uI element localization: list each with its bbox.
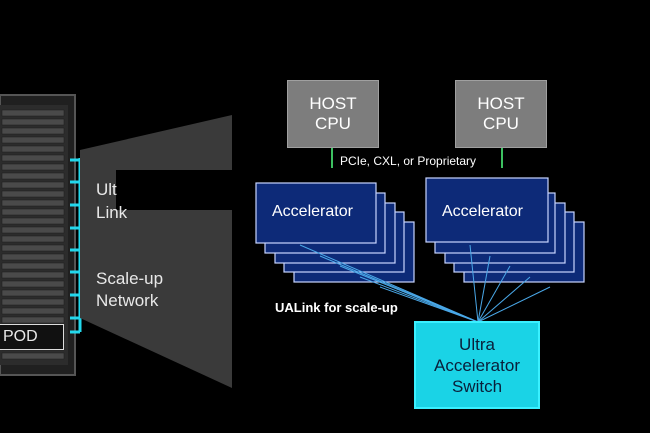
rack-slot <box>1 244 65 252</box>
host-cpu-right-line2: CPU <box>483 114 519 133</box>
rack-slot <box>1 154 65 162</box>
rack-slot <box>1 217 65 225</box>
accelerator-stack-left <box>255 182 415 283</box>
rack-slot <box>1 190 65 198</box>
rack-slot <box>1 226 65 234</box>
rack-slot <box>1 127 65 135</box>
rack-slot <box>1 109 65 117</box>
side-label-top-line2: Link <box>96 203 128 222</box>
switch-line3: Switch <box>451 376 503 396</box>
ualink-lines <box>299 244 551 323</box>
host-cpu-right: HOST CPU <box>455 80 547 148</box>
zoom-wedge <box>80 115 232 388</box>
rack-slot <box>1 280 65 288</box>
rack-slot <box>1 118 65 126</box>
switch-line1: Ultra <box>459 334 495 354</box>
rack-slot <box>1 271 65 279</box>
rack-slot <box>1 163 65 171</box>
rack-slot <box>1 298 65 306</box>
side-label-scale-line1: Scale-up <box>96 269 164 288</box>
side-label-scale-line2: Network <box>96 291 159 310</box>
side-label-top-line1: Ult <box>96 180 117 199</box>
rack-slot <box>1 253 65 261</box>
rack-slot <box>1 262 65 270</box>
rack-slot <box>1 199 65 207</box>
accelerator-stack-right <box>425 177 585 283</box>
rack-slot <box>1 289 65 297</box>
interconnect-label: PCIe, CXL, or Proprietary <box>340 154 477 168</box>
rack-slot <box>1 145 65 153</box>
accelerator-label-left: Accelerator <box>272 203 353 220</box>
pod-label: POD <box>3 328 38 345</box>
ualink-label: UALink for scale-up <box>275 300 398 315</box>
host-cpu-left-line2: CPU <box>315 114 351 133</box>
switch-line2: Accelerator <box>434 355 520 375</box>
rack-slot <box>1 352 65 360</box>
host-cpu-left: HOST CPU <box>287 80 379 148</box>
rack-slot <box>1 181 65 189</box>
host-cpu-left-line1: HOST <box>309 94 357 113</box>
pod-label-box: POD <box>0 324 64 350</box>
host-cpu-right-line1: HOST <box>477 94 525 113</box>
ultra-accelerator-switch: Ultra Accelerator Switch <box>414 321 540 409</box>
rack-slot <box>1 235 65 243</box>
rack-slot <box>1 172 65 180</box>
rack-slot <box>1 208 65 216</box>
rack-slot <box>1 136 65 144</box>
rack-slot <box>1 307 65 315</box>
accelerator-label-right: Accelerator <box>442 203 523 220</box>
rack-slot <box>1 316 65 324</box>
